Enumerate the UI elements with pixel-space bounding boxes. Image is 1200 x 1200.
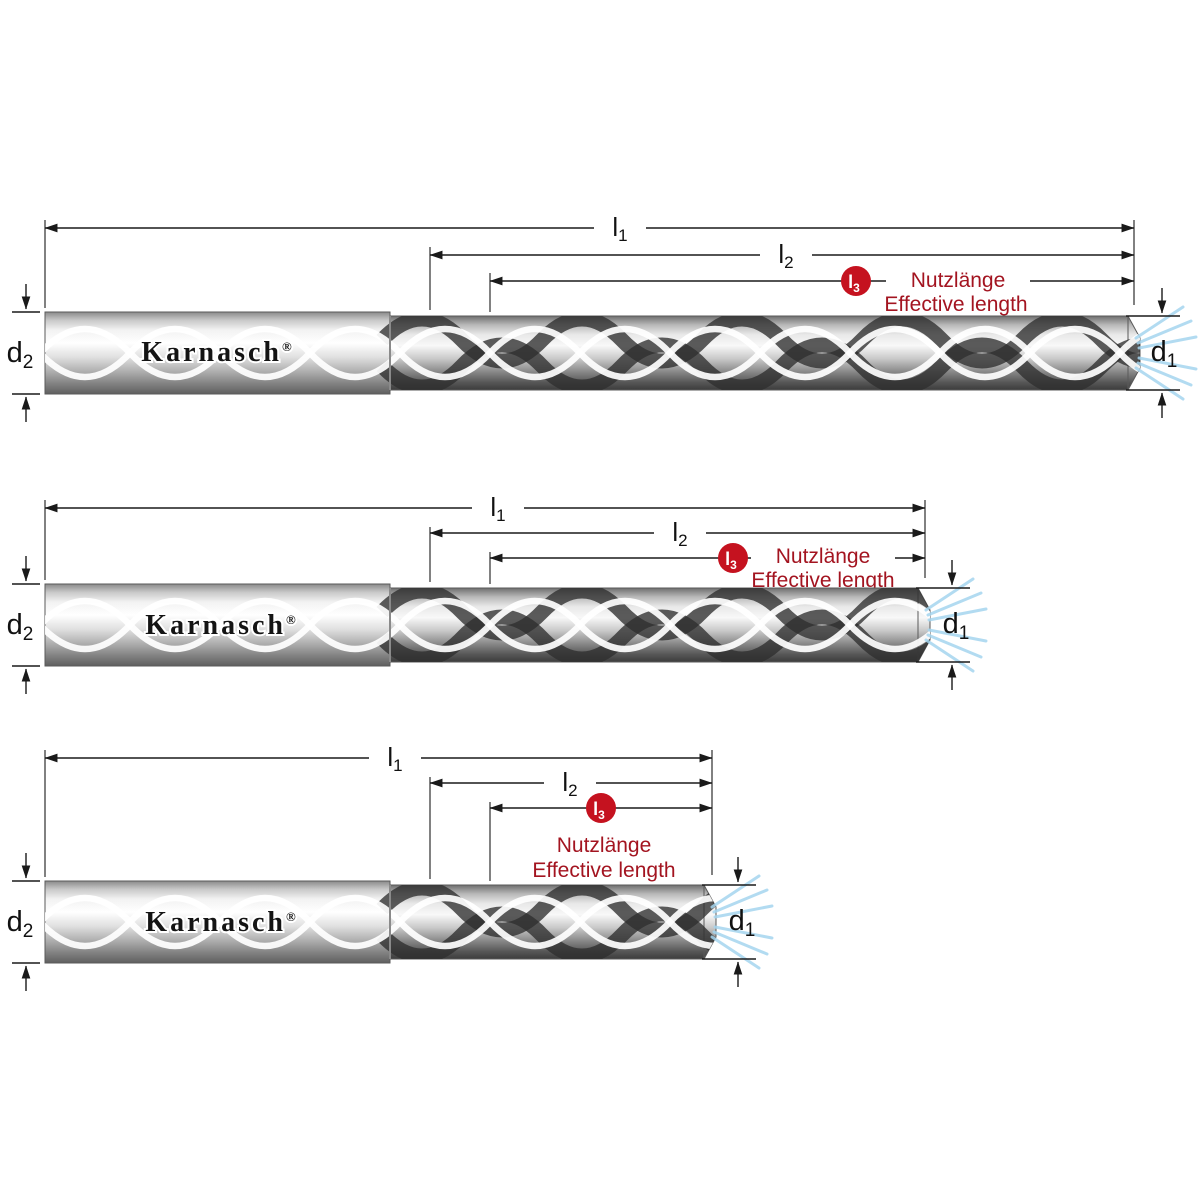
badge-l3-label: l3 [593,799,605,822]
spray-jet [710,935,761,970]
label-d1: d1 [729,905,756,941]
drill-3-dimensions: l1 l2 l3 Nutzlänge Effective length [44,742,713,882]
label-l2: l2 [778,239,793,272]
label-bg-l1 [594,214,646,242]
note-nutzlaenge: Nutzlänge [776,545,871,568]
drill-2-body: Karnasch® [44,583,931,667]
flute-spirals [45,584,930,666]
label-bg-l2 [654,519,706,547]
note-nutzlaenge: Nutzlänge [557,834,652,857]
label-bg-l2 [760,241,812,269]
label-bg-l1 [369,744,421,772]
label-d2: d2 [7,337,34,373]
spray-jet [713,904,774,919]
spiral-highlight-2 [45,597,930,653]
label-bg-l1 [472,494,524,522]
label-l2: l2 [672,517,687,550]
coolant-spray [924,577,988,673]
flute-spirals [45,312,1140,394]
coolant-spray [1134,305,1198,401]
label-d2: d2 [7,609,34,645]
spray-jet [1137,356,1198,371]
dim-d2: d2 [7,853,40,991]
spiral-highlight-1 [45,325,1140,381]
spray-jet [713,925,774,940]
label-d1: d1 [1151,336,1178,372]
spray-jet [1134,305,1185,340]
dim-d2: d2 [7,556,40,694]
note-bg [886,266,1030,292]
note-effective-length: Effective length [532,859,675,882]
note-effective-length: Effective length [751,569,894,592]
note-bg [751,545,895,570]
drill-3-group: l1 l2 l3 Nutzlänge Effective length Karn… [7,742,774,991]
badge-l3-label: l3 [848,272,860,295]
drill-1-group: l1 l2 l3 Nutzlänge Effective length Karn… [7,212,1198,422]
spiral-shadow-upper [376,584,930,641]
label-l1: l1 [387,742,402,775]
dim-d2: d2 [7,284,40,422]
label-d1: d1 [943,608,970,644]
brand-logo: Karnasch® [145,610,298,641]
spiral-shadow-lower [376,337,1140,394]
spray-jet [927,607,988,622]
spray-jet [927,628,988,643]
badge-l3 [841,266,871,296]
spray-jet [710,874,761,909]
brand-logo: Karnasch® [141,337,294,368]
spiral-shadow-lower [376,609,930,666]
drill-3-body: Karnasch® [44,880,717,964]
brand-logo: Karnasch® [145,907,298,938]
spiral-shadow-upper [376,881,716,938]
dim-d1: d1 [1126,288,1180,418]
spray-jet [1137,335,1198,350]
spray-jet [1136,361,1193,387]
label-bg-l2 [544,769,596,797]
spray-jet [926,633,983,659]
note-effective-length: Effective length [884,293,1027,316]
spray-jet [712,888,769,914]
badge-l3 [586,793,616,823]
badge-l3 [718,543,748,573]
spiral-highlight-2 [45,325,1140,381]
label-d2: d2 [7,906,34,942]
dim-d1: d1 [916,560,970,690]
spiral-shadow-upper [376,312,1140,369]
spray-jet [924,638,975,673]
badge-l3-label: l3 [725,549,737,572]
note-nutzlaenge: Nutzlänge [911,269,1006,292]
spray-jet [1134,366,1185,401]
drill-1-dimensions: l1 l2 l3 Nutzlänge Effective length [44,212,1135,316]
spray-jet [924,577,975,612]
coolant-spray [710,874,774,970]
spray-jet [712,930,769,956]
label-l1: l1 [490,492,505,525]
drill-2-dimensions: l1 l2 l3 Nutzlänge Effective length [44,492,926,592]
dim-d1: d1 [702,857,756,987]
label-l2: l2 [562,767,577,800]
drill-1-body: Karnasch® [44,311,1141,395]
label-l1: l1 [612,212,627,245]
spray-jet [1136,319,1193,345]
spray-jet [926,591,983,617]
drill-2-group: l1 l2 l3 Nutzlänge Effective length Karn… [7,492,988,694]
spiral-shadow-lower [376,906,716,963]
